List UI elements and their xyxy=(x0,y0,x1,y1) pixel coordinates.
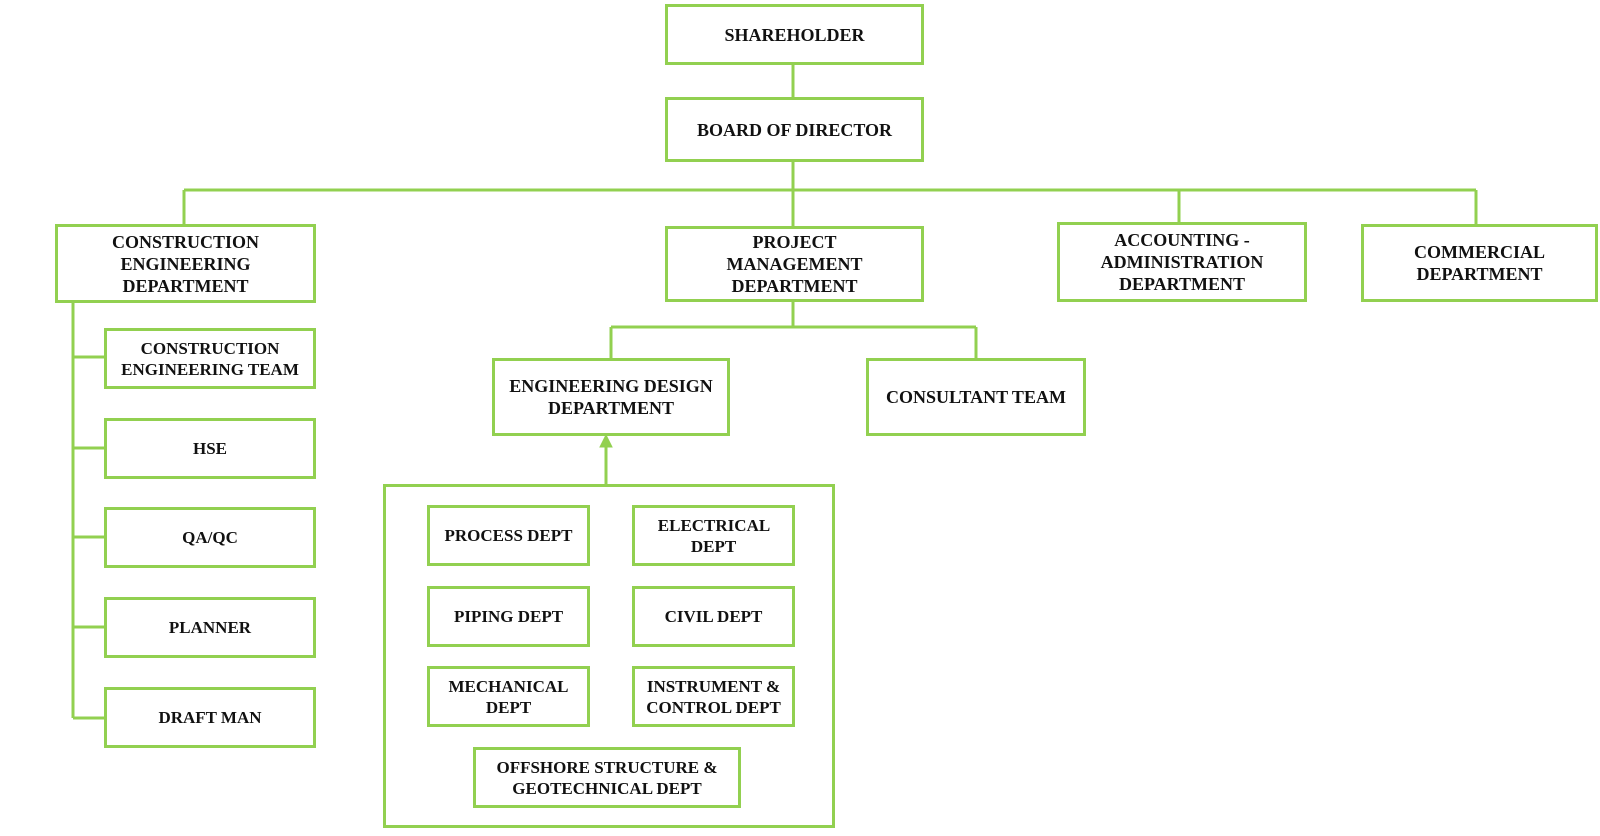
draft-man-box: DRAFT MAN xyxy=(104,687,316,748)
commercial-department-box: COMMERCIAL DEPARTMENT xyxy=(1361,224,1598,302)
consultant-team-box: CONSULTANT TEAM xyxy=(866,358,1086,436)
construction-engineering-department-box: CONSTRUCTION ENGINEERING DEPARTMENT xyxy=(55,224,316,303)
qa-qc-box: QA/QC xyxy=(104,507,316,568)
piping-dept-box: PIPING DEPT xyxy=(427,586,590,647)
electrical-dept-box: ELECTRICAL DEPT xyxy=(632,505,795,566)
planner-box: PLANNER xyxy=(104,597,316,658)
process-dept-box: PROCESS DEPT xyxy=(427,505,590,566)
board-of-director-box: BOARD OF DIRECTOR xyxy=(665,97,924,162)
accounting-administration-department-box: ACCOUNTING - ADMINISTRATION DEPARTMENT xyxy=(1057,222,1307,302)
project-management-department-box: PROJECT MANAGEMENT DEPARTMENT xyxy=(665,226,924,302)
shareholder-box: SHAREHOLDER xyxy=(665,4,924,65)
instrument-control-dept-box: INSTRUMENT & CONTROL DEPT xyxy=(632,666,795,727)
civil-dept-box: CIVIL DEPT xyxy=(632,586,795,647)
mechanical-dept-box: MECHANICAL DEPT xyxy=(427,666,590,727)
engineering-sub-departments-group xyxy=(383,484,835,828)
hse-box: HSE xyxy=(104,418,316,479)
offshore-structure-geotechnical-dept-box: OFFSHORE STRUCTURE & GEOTECHNICAL DEPT xyxy=(473,747,741,808)
construction-engineering-team-box: CONSTRUCTION ENGINEERING TEAM xyxy=(104,328,316,389)
engineering-design-department-box: ENGINEERING DESIGN DEPARTMENT xyxy=(492,358,730,436)
